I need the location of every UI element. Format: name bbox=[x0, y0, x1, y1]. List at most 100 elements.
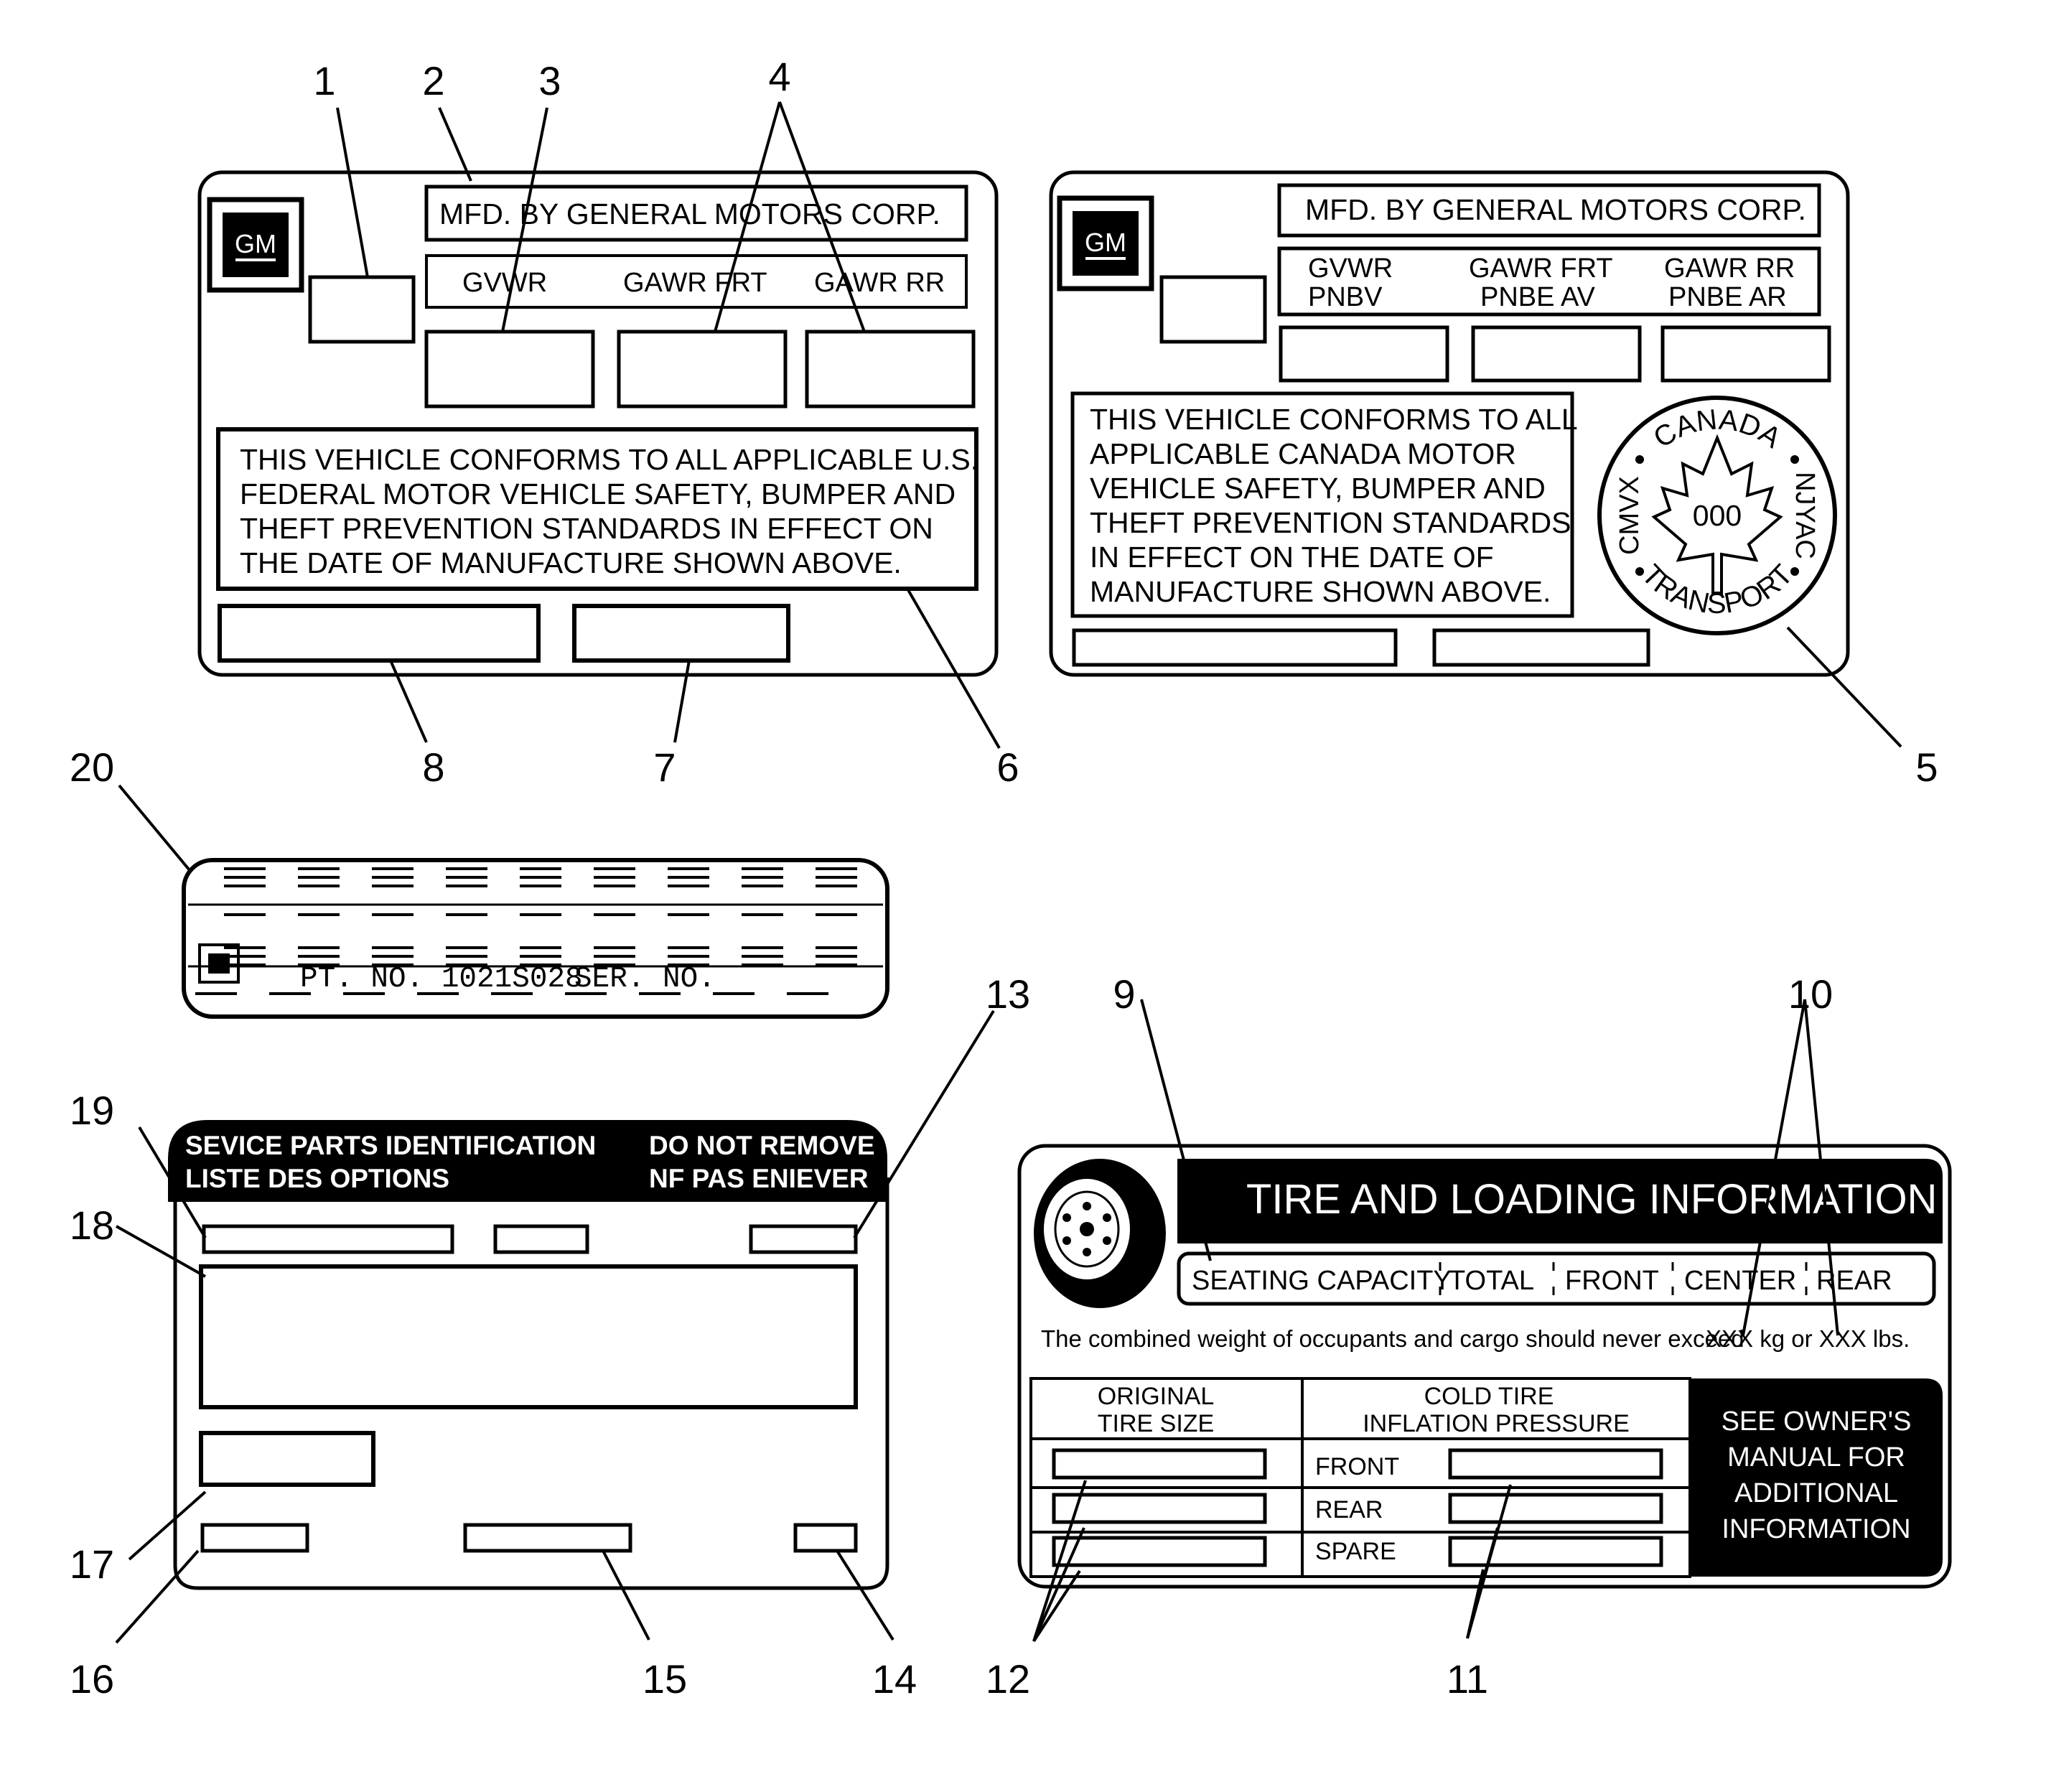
canada-statement-line: MANUFACTURE SHOWN ABOVE. bbox=[1090, 575, 1551, 608]
canada-header-gvwr: GVWR bbox=[1308, 253, 1393, 284]
canada-header-gawr-rr: GAWR RR bbox=[1664, 253, 1795, 284]
canada-gvwr-box bbox=[1279, 325, 1449, 383]
callout-12: 12 bbox=[986, 1656, 1030, 1702]
pressure-front-box bbox=[1448, 1448, 1663, 1480]
callout-16: 16 bbox=[70, 1656, 114, 1702]
tire-size-header: ORIGINAL bbox=[1098, 1383, 1214, 1410]
us-gawr-frt-box bbox=[617, 330, 788, 409]
tire-row-front: FRONT bbox=[1315, 1453, 1399, 1480]
canada-header-pnbv: PNBV bbox=[1308, 282, 1383, 312]
callout-4: 4 bbox=[768, 54, 790, 99]
vin-strip-label: PT. NO. 1021S028 SER. NO. bbox=[182, 858, 889, 1019]
canada-header-pnbe-av: PNBE AV bbox=[1480, 282, 1595, 312]
us-statement-box bbox=[216, 427, 978, 591]
tire-icon bbox=[1034, 1159, 1166, 1308]
leader-lines bbox=[115, 101, 1902, 1644]
service-parts-id-label: SEVICE PARTS IDENTIFICATION LISTE DES OP… bbox=[168, 1120, 889, 1590]
spid-vin-box bbox=[202, 1224, 454, 1254]
spid-warning-line: NF PAS ENIEVER bbox=[649, 1164, 869, 1193]
callout-7: 7 bbox=[653, 745, 676, 790]
callout-15: 15 bbox=[643, 1656, 687, 1702]
svg-text:GM: GM bbox=[1085, 228, 1126, 257]
maple-leaf-icon bbox=[1651, 434, 1783, 594]
pressure-header: COLD TIRE bbox=[1424, 1383, 1554, 1410]
seating-center-label: CENTER bbox=[1684, 1266, 1796, 1296]
seal-cmvx-text: CMVX bbox=[1615, 476, 1645, 555]
us-certification-label: GM MFD. BY GENERAL MOTORS CORP. GVWR GAW… bbox=[197, 170, 999, 677]
callout-18: 18 bbox=[70, 1203, 114, 1248]
gm-logo: GM bbox=[207, 197, 304, 293]
tire-size-header: TIRE SIZE bbox=[1098, 1410, 1214, 1437]
canada-date-box bbox=[1159, 275, 1267, 344]
callout-2: 2 bbox=[422, 58, 444, 103]
us-vin-box bbox=[218, 604, 541, 663]
us-statement-line: FEDERAL MOTOR VEHICLE SAFETY, BUMPER AND bbox=[240, 477, 956, 510]
spid-header-bar bbox=[168, 1120, 887, 1202]
canada-statement-box bbox=[1070, 391, 1574, 618]
tire-size-spare-box bbox=[1052, 1536, 1267, 1567]
callout-6: 6 bbox=[996, 745, 1019, 790]
canada-certification-label: GM MFD. BY GENERAL MOTORS CORP. GVWR PNB… bbox=[1049, 170, 1850, 677]
spid-code-box bbox=[749, 1224, 858, 1254]
canada-statement-line: THEFT PREVENTION STANDARDS bbox=[1090, 506, 1571, 539]
callout-10: 10 bbox=[1788, 971, 1833, 1017]
seal-njyac-text: NJYAC bbox=[1790, 472, 1820, 559]
manual-line: INFORMATION bbox=[1722, 1514, 1910, 1544]
tire-size-rear-box bbox=[1052, 1493, 1267, 1524]
callout-17: 17 bbox=[70, 1541, 114, 1587]
seating-total-label: TOTAL bbox=[1449, 1266, 1534, 1296]
serial-number-text: SER. NO. bbox=[574, 963, 716, 996]
svg-text:GM: GM bbox=[235, 229, 276, 258]
spid-title-line: LISTE DES OPTIONS bbox=[185, 1164, 449, 1193]
canada-vin-box bbox=[1072, 628, 1398, 667]
callout-13: 13 bbox=[986, 971, 1030, 1017]
canada-gawr-rr-box bbox=[1660, 325, 1831, 383]
callout-numbers: 1 2 3 4 5 6 7 8 9 10 11 12 13 14 15 16 1… bbox=[70, 54, 1938, 1702]
callout-1: 1 bbox=[313, 58, 335, 103]
us-statement-line: THE DATE OF MANUFACTURE SHOWN ABOVE. bbox=[240, 546, 902, 579]
spid-code-box-small bbox=[793, 1523, 858, 1553]
canada-gawr-frt-box bbox=[1471, 325, 1642, 383]
us-gawr-rr-box bbox=[805, 330, 976, 409]
manual-line: MANUAL FOR bbox=[1727, 1442, 1905, 1473]
owners-manual-panel bbox=[1690, 1378, 1943, 1577]
canada-statement-line: VEHICLE SAFETY, BUMPER AND bbox=[1090, 472, 1546, 505]
pressure-rear-box bbox=[1448, 1493, 1663, 1524]
spid-title-line: SEVICE PARTS IDENTIFICATION bbox=[185, 1131, 596, 1160]
tire-title-text: TIRE AND LOADING INFORMATION bbox=[1246, 1176, 1937, 1223]
tire-row-rear: REAR bbox=[1315, 1496, 1383, 1523]
callout-20: 20 bbox=[70, 745, 114, 790]
spid-warning-line: DO NOT REMOVE bbox=[649, 1131, 875, 1160]
seating-front-label: FRONT bbox=[1565, 1266, 1659, 1296]
canada-statement-line: IN EFFECT ON THE DATE OF bbox=[1090, 541, 1494, 574]
us-manufacturer-text: MFD. BY GENERAL MOTORS CORP. bbox=[439, 197, 940, 230]
us-tire-box bbox=[572, 604, 790, 663]
us-date-box bbox=[308, 275, 416, 344]
tire-row-spare: SPARE bbox=[1315, 1538, 1396, 1565]
gm-logo: GM bbox=[1057, 195, 1154, 291]
canada-header-gawr-frt: GAWR FRT bbox=[1469, 253, 1613, 284]
pressure-header: INFLATION PRESSURE bbox=[1363, 1410, 1630, 1437]
canada-manufacturer-text: MFD. BY GENERAL MOTORS CORP. bbox=[1305, 193, 1806, 226]
spid-wheelbase-box bbox=[463, 1523, 632, 1553]
callout-5: 5 bbox=[1915, 745, 1938, 790]
seating-rear-label: REAR bbox=[1816, 1266, 1892, 1296]
manual-line: ADDITIONAL bbox=[1734, 1478, 1898, 1508]
us-statement-line: THEFT PREVENTION STANDARDS IN EFFECT ON bbox=[240, 512, 933, 545]
strip-barcode-icon bbox=[198, 943, 240, 984]
seating-capacity-box bbox=[1177, 1251, 1936, 1306]
seal-canada-text: CANADA bbox=[1648, 403, 1787, 454]
canada-statement-line: THIS VEHICLE CONFORMS TO ALL bbox=[1090, 403, 1578, 436]
us-gvwr-box bbox=[424, 330, 595, 409]
tire-title-bar bbox=[1177, 1159, 1943, 1243]
seal-transport-text: TRANSPORT bbox=[1635, 559, 1799, 620]
canada-tire-box bbox=[1432, 628, 1650, 667]
us-header-gawr-frt: GAWR FRT bbox=[623, 268, 767, 298]
part-number-text: PT. NO. 1021S028 bbox=[300, 963, 583, 996]
us-header-gvwr: GVWR bbox=[462, 268, 547, 298]
weight-limit-value: XXX kg or XXX lbs. bbox=[1706, 1325, 1910, 1352]
tire-loading-label: TIRE AND LOADING INFORMATION SEATING CAP… bbox=[1017, 1144, 1952, 1589]
transport-canada-seal: CANADA TRANSPORT CMVX NJYAC 000 bbox=[1597, 396, 1837, 635]
weight-limit-text: The combined weight of occupants and car… bbox=[1041, 1325, 1744, 1352]
svg-text:TRANSPORT: TRANSPORT bbox=[1635, 559, 1799, 620]
